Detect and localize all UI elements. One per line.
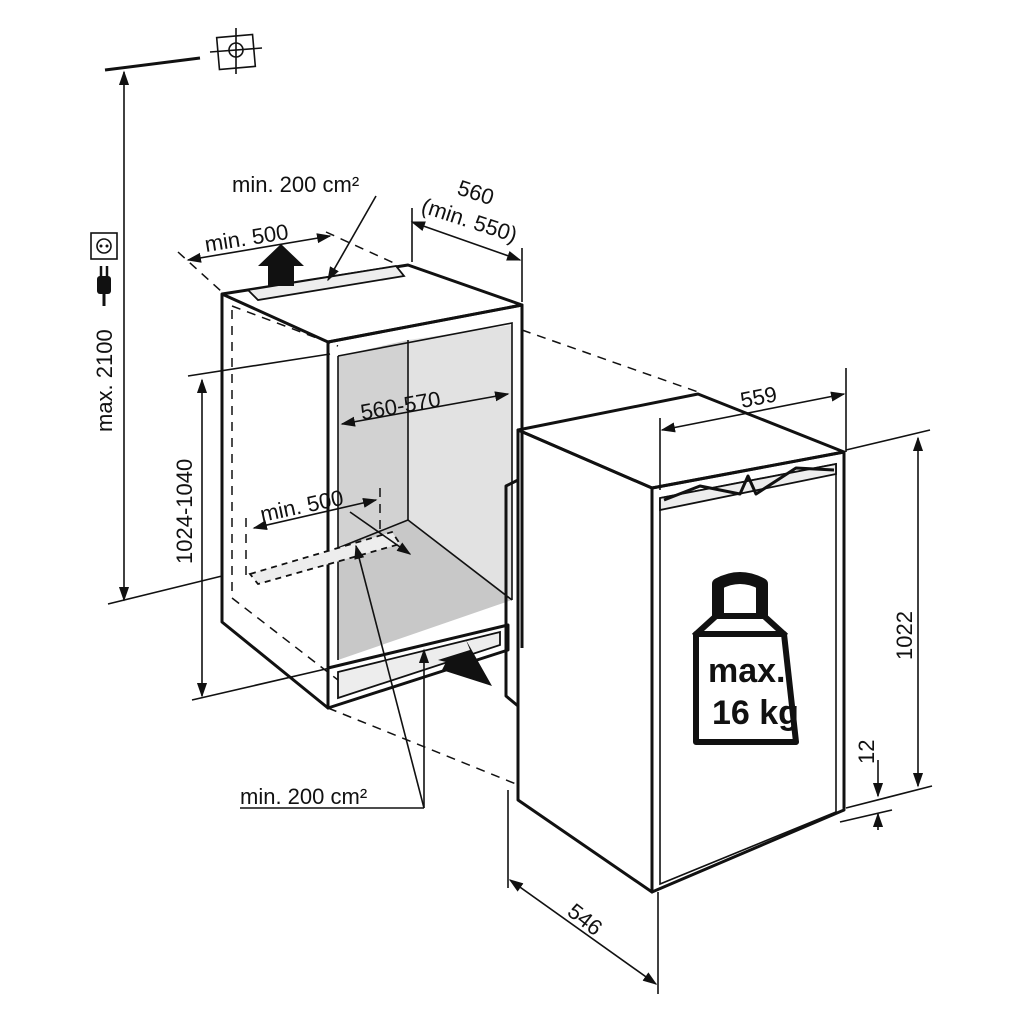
power-socket-icon bbox=[90, 232, 118, 260]
power-plug-icon bbox=[97, 266, 111, 306]
bottom-airflow-arrow bbox=[438, 640, 492, 686]
appliance-width-dimension: 559 bbox=[659, 368, 847, 490]
appliance-height-dimension: 1022 bbox=[845, 429, 933, 809]
appliance-depth-label: 546 bbox=[563, 898, 607, 940]
niche-cabinet bbox=[220, 263, 524, 710]
bottom-vent-width-label: min. 500 bbox=[258, 485, 346, 527]
appliance-depth-dimension: 546 bbox=[507, 790, 659, 994]
top-airflow-arrow bbox=[258, 244, 304, 286]
niche-depth-dimension: 560 (min. 550) bbox=[410, 175, 523, 302]
appliance-height-label: 1022 bbox=[892, 611, 917, 660]
bottom-vent-area-label: min. 200 cm² bbox=[240, 784, 367, 809]
niche-height-dimension: 1024-1040 bbox=[172, 353, 331, 701]
max-load-line1: max. bbox=[708, 652, 786, 690]
max-height-dimension: max. 2100 bbox=[92, 70, 223, 605]
top-vent-area-label: min. 200 cm² bbox=[232, 172, 359, 197]
niche-height-label: 1024-1040 bbox=[172, 459, 197, 564]
top-vent-slot bbox=[246, 265, 406, 301]
bottom-vent-area-callout: min. 200 cm² bbox=[240, 544, 430, 809]
max-height-label: max. 2100 bbox=[92, 329, 117, 432]
appliance bbox=[504, 392, 846, 894]
max-load-line2: 16 kg bbox=[712, 694, 799, 732]
top-vent-area-callout: min. 200 cm² bbox=[232, 172, 377, 282]
weight-icon: max. 16 kg bbox=[691, 572, 799, 745]
plinth-offset-dimension: 12 bbox=[839, 740, 893, 830]
plinth-offset-label: 12 bbox=[854, 740, 879, 764]
wall-anchor-icon bbox=[104, 28, 263, 74]
